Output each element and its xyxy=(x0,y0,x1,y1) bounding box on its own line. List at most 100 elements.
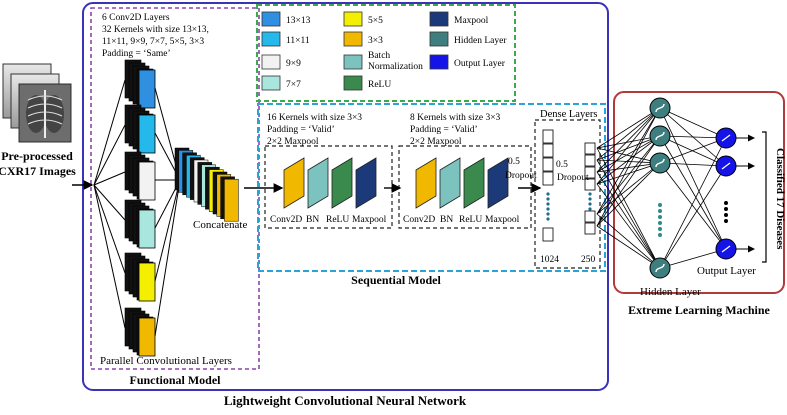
elm-edge-out xyxy=(659,162,727,167)
elm-edge-in xyxy=(596,159,661,269)
legend-swatch xyxy=(343,75,363,91)
elm-edge-in xyxy=(596,147,661,269)
dense1-neuron xyxy=(542,143,554,158)
hidden-dot xyxy=(658,221,662,225)
conv-layer-front xyxy=(138,317,156,357)
elm-edge-in xyxy=(596,107,661,227)
functional-desc-line3: 11×11, 9×9, 7×7, 5×5, 3×3 xyxy=(102,37,204,47)
dense1-dot xyxy=(546,202,550,206)
conv-layer-front xyxy=(138,161,156,201)
hidden-dot xyxy=(658,203,662,207)
dense2-dot xyxy=(588,192,592,196)
elm-box xyxy=(613,91,785,294)
functional-model-title: Functional Model xyxy=(129,373,221,387)
dense2-dot xyxy=(588,207,592,211)
conv-layer-front xyxy=(138,209,156,249)
block2-label-relu: ReLU xyxy=(459,215,482,225)
output-dot xyxy=(724,201,728,205)
block2-line1: 8 Kernels with size 3×3 xyxy=(410,113,501,123)
dense2-neuron xyxy=(584,142,596,155)
dense1-dot xyxy=(546,207,550,211)
dropout2-value: 0.5 xyxy=(556,160,568,170)
dense1-dot xyxy=(546,212,550,216)
dense2-dot xyxy=(588,202,592,206)
cnn-outer-box xyxy=(82,2,609,391)
hidden-node-sigmoid xyxy=(655,158,665,168)
seq-layer-block xyxy=(307,157,329,209)
classified-label: Classified 17 Diseases xyxy=(774,148,786,250)
hidden-node-sigmoid xyxy=(655,263,665,273)
elm-edge-out xyxy=(659,107,727,250)
elm-edge-out xyxy=(659,107,727,139)
seq-layer-block xyxy=(463,157,485,209)
legend-swatch xyxy=(343,54,363,70)
dense2-neuron xyxy=(584,178,596,191)
xray-images xyxy=(2,63,72,143)
seq-layer-block xyxy=(331,157,353,209)
concatenate-stack xyxy=(174,147,239,222)
legend-swatch xyxy=(261,11,281,27)
elm-edge-in xyxy=(596,147,661,164)
legend-label: Maxpool xyxy=(454,16,489,26)
legend-label: 3×3 xyxy=(368,36,383,46)
dropout2-label: Dropout xyxy=(557,173,589,183)
elm-edge-in xyxy=(596,135,661,227)
fan-line-in xyxy=(93,184,126,274)
dense1-dot xyxy=(546,217,550,221)
output-node-line xyxy=(721,134,731,142)
block1-label-maxpool: Maxpool xyxy=(352,215,387,225)
sequential-layer-blocks xyxy=(283,157,509,209)
hidden-dot xyxy=(658,227,662,231)
elm-title: Extreme Learning Machine xyxy=(628,303,770,317)
fan-line-in xyxy=(93,124,126,186)
elm-edge-in xyxy=(596,225,661,269)
elm-edge-in xyxy=(596,183,661,269)
block2-label-maxpool: Maxpool xyxy=(485,215,520,225)
classified-bracket xyxy=(762,131,767,263)
legend-label: 9×9 xyxy=(286,59,301,69)
legend-swatch xyxy=(429,31,449,47)
dense-layers-box xyxy=(534,119,601,269)
dense1-size: 1024 xyxy=(540,255,559,265)
dense1-dot xyxy=(546,192,550,196)
output-dot xyxy=(724,213,728,217)
dense1-neuron xyxy=(542,227,554,242)
dropout1-value: 0.5 xyxy=(508,157,520,167)
elm-edge-out xyxy=(659,137,727,164)
elm-edge-in xyxy=(596,107,661,161)
dropout1-label: Dropout xyxy=(505,171,537,181)
output-dot xyxy=(724,219,728,223)
elm-edge-in xyxy=(596,135,661,185)
legend-label: Batch xyxy=(368,51,390,61)
elm-edge-in xyxy=(596,107,661,149)
dense2-neuron xyxy=(584,222,596,235)
fan-line-in xyxy=(93,184,126,329)
elm-edge-in xyxy=(596,171,661,269)
block2-line3: 2×2 Maxpool xyxy=(410,137,462,147)
elm-edge-in xyxy=(596,107,661,215)
fan-line-out xyxy=(154,179,181,282)
output-node-line xyxy=(721,162,731,170)
dense2-neuron xyxy=(584,154,596,167)
elm-edge-out xyxy=(659,165,727,269)
input-label-line2: CXR17 Images xyxy=(0,164,76,178)
legend-label: Hidden Layer xyxy=(454,36,507,46)
hidden-dot xyxy=(658,233,662,237)
elm-edge-out xyxy=(659,137,727,269)
legend-label: ReLU xyxy=(368,80,391,90)
elm-edge-out xyxy=(659,135,727,250)
legend-label: Output Layer xyxy=(454,59,506,69)
dense2-size: 250 xyxy=(581,255,596,265)
elm-edge-in xyxy=(596,107,661,185)
hidden-dot xyxy=(658,215,662,219)
elm-edge-in xyxy=(596,135,661,215)
elm-edge-out xyxy=(659,248,727,269)
block2-line2: Padding = ‘Valid’ xyxy=(410,125,478,135)
functional-desc-line4: Padding = ‘Same’ xyxy=(102,49,171,59)
output-node-line xyxy=(721,245,731,253)
functional-desc-line2: 32 Kernels with size 13×13, xyxy=(102,25,209,35)
legend-swatch xyxy=(343,31,363,47)
hidden-node-sigmoid xyxy=(655,103,665,113)
input-label-line1: Pre-processed xyxy=(1,149,73,163)
dense2-neuron xyxy=(584,210,596,223)
